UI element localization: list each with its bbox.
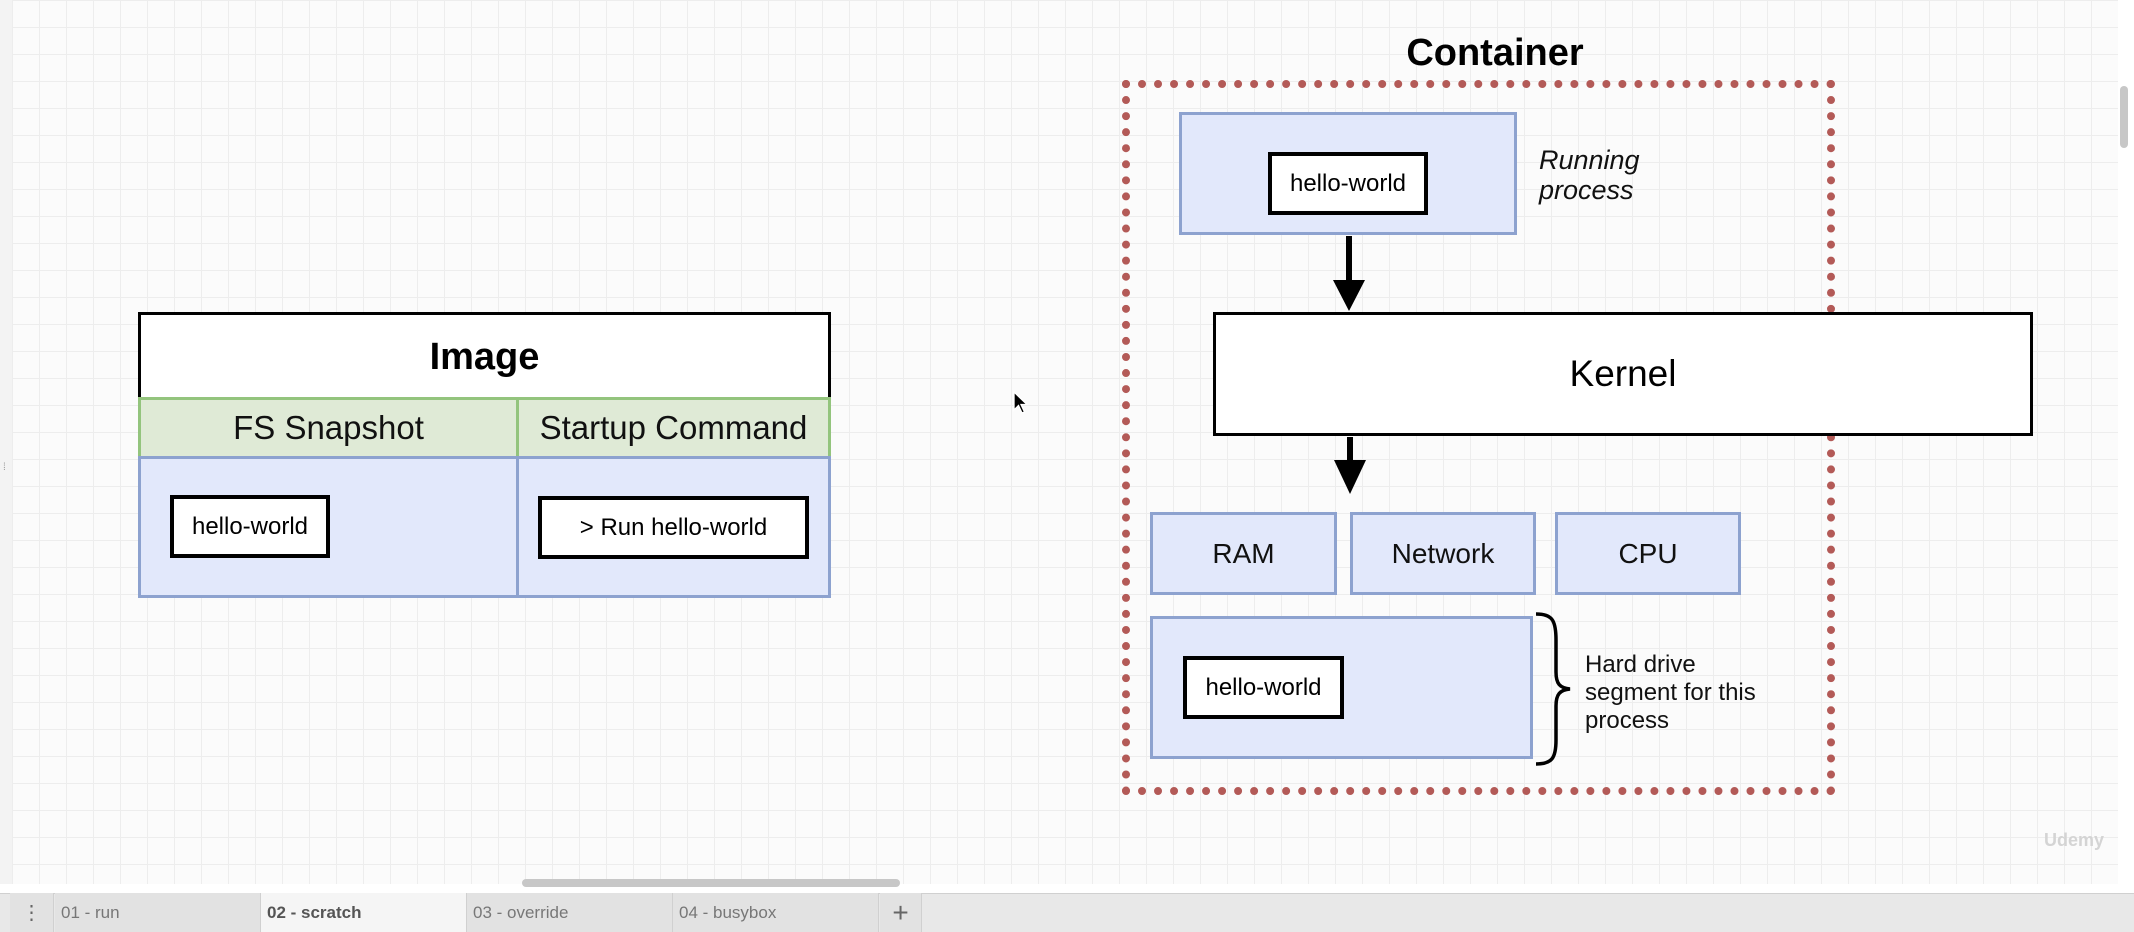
tab-label: 04 - busybox (679, 902, 777, 922)
tab-label: 01 - run (61, 902, 120, 922)
udemy-watermark: Udemy (2044, 830, 2105, 850)
running-process-note-line2: process (1539, 175, 1634, 205)
fs-snapshot-header: FS Snapshot (138, 397, 519, 459)
horizontal-scrollbar[interactable] (522, 879, 900, 887)
hard-drive-note-line3: process (1585, 707, 1670, 734)
hard-drive-hello-world: hello-world (1183, 656, 1344, 719)
startup-command-header: Startup Command (516, 397, 831, 459)
vertical-scrollbar[interactable] (2120, 86, 2128, 148)
cpu-box: CPU (1555, 512, 1741, 595)
running-process-note: Running process (1539, 145, 1739, 205)
diagram-canvas[interactable] (12, 0, 2118, 884)
fs-snapshot-item: hello-world (170, 495, 330, 558)
tab-04-busybox[interactable]: 04 - busybox (673, 893, 879, 932)
network-box: Network (1350, 512, 1536, 595)
ram-box: RAM (1150, 512, 1337, 595)
tab-02-scratch[interactable]: 02 - scratch (261, 893, 467, 932)
gutter-grip-icon[interactable]: ⁞ (3, 462, 6, 473)
hard-drive-note-line2: segment for this (1585, 679, 1756, 706)
tab-03-override[interactable]: 03 - override (467, 893, 673, 932)
tab-label: 02 - scratch (267, 902, 362, 922)
kernel-box: Kernel (1213, 312, 2033, 436)
hard-drive-note: Hard drive segment for this process (1585, 651, 1815, 735)
container-title: Container (1406, 31, 1584, 74)
mouse-pointer-icon (1013, 390, 1029, 414)
hard-drive-note-line1: Hard drive (1585, 651, 1696, 678)
container-boundary (1122, 80, 1835, 795)
vertical-dots-icon[interactable]: ⋮ (10, 893, 54, 932)
plus-icon[interactable]: + (880, 893, 922, 932)
tab-label: 03 - override (473, 902, 569, 922)
tab-01-run[interactable]: 01 - run (55, 893, 261, 932)
running-process-note-line1: Running (1539, 145, 1640, 175)
image-title: Image (138, 312, 831, 400)
startup-command-item: > Run hello-world (538, 496, 809, 559)
process-hello-world: hello-world (1268, 152, 1428, 215)
